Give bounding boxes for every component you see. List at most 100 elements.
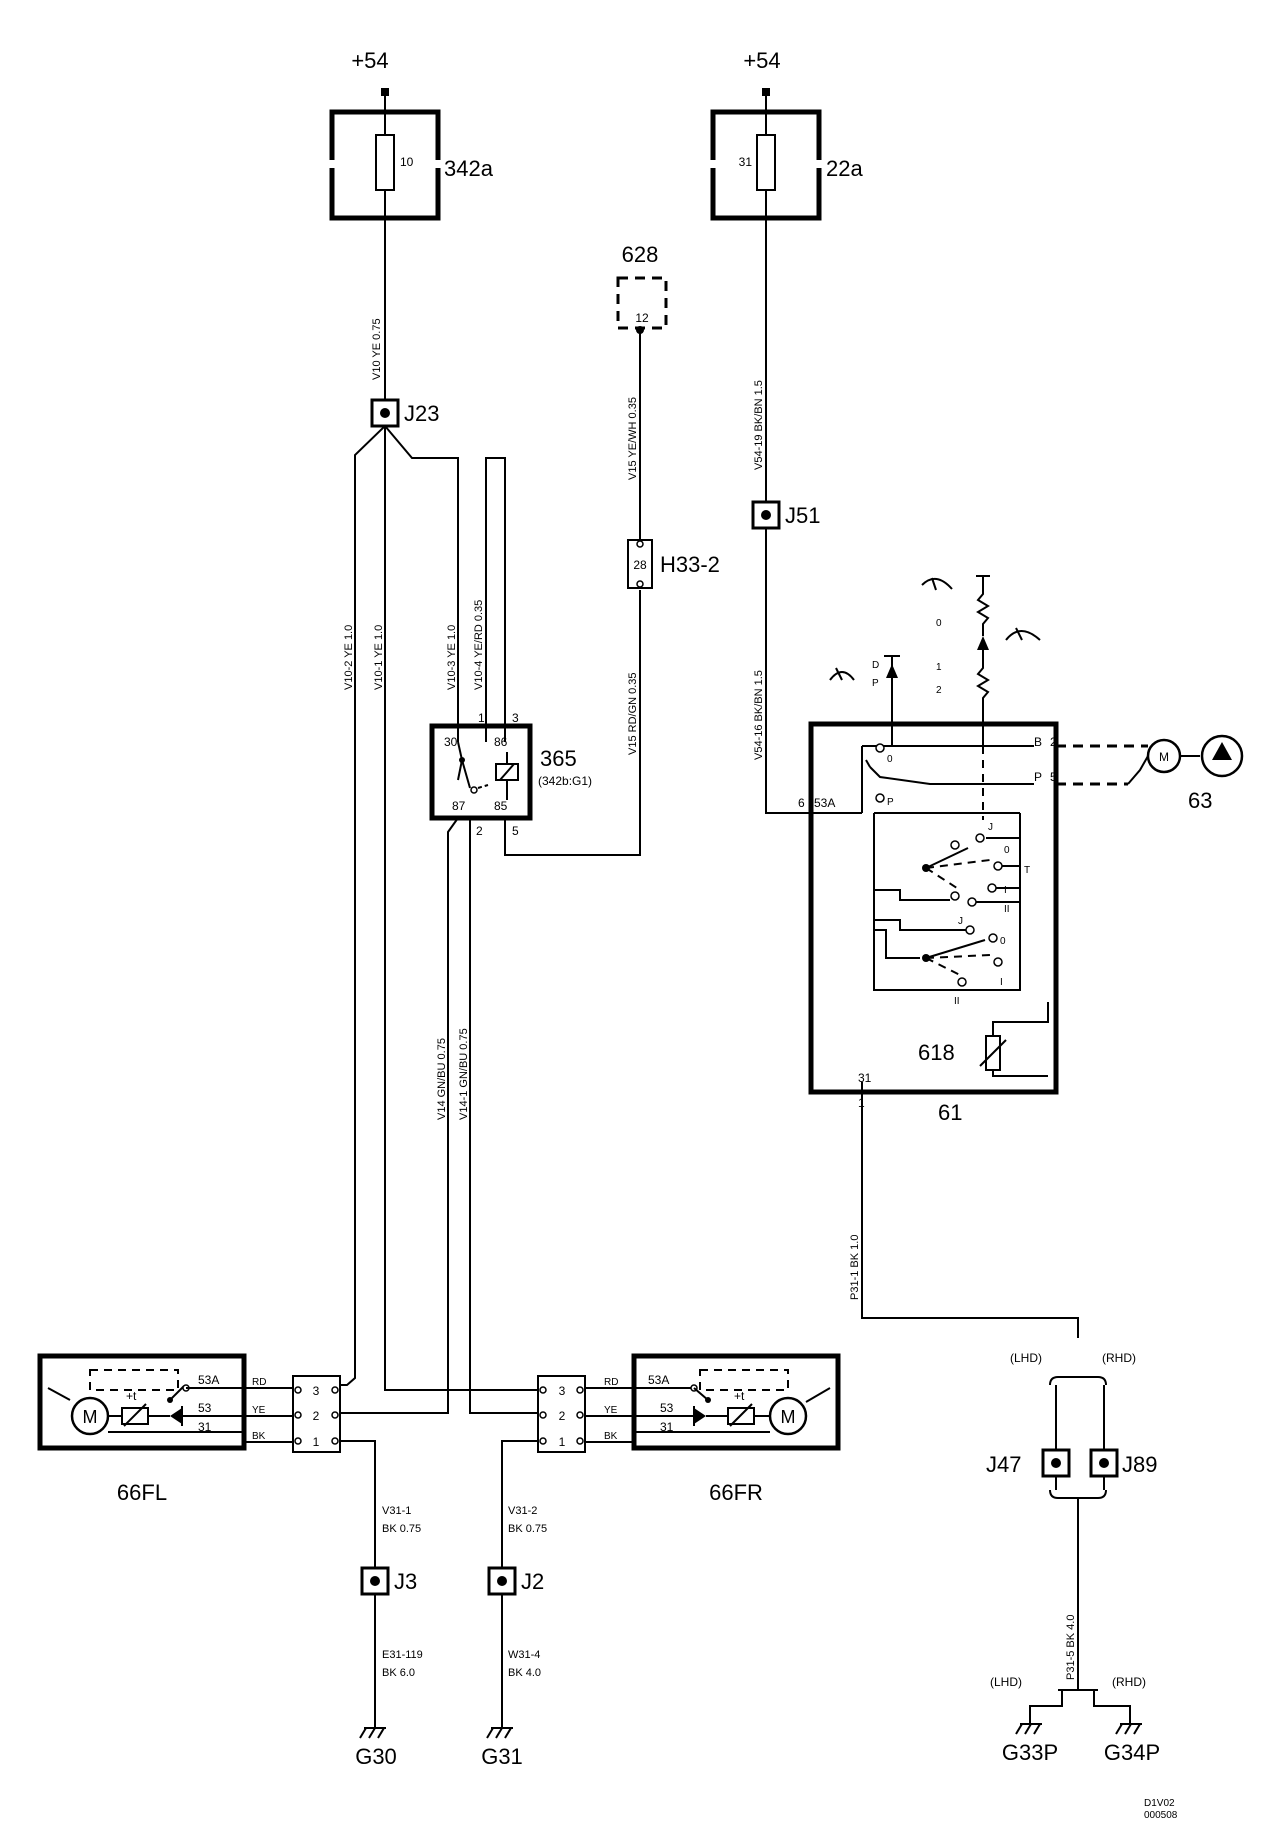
connector-66fr: 3 2 1 RD YE BK [537,1375,634,1453]
pin-2: 2 [559,1409,566,1423]
wire-e31-119-spec: BK 6.0 [382,1667,415,1679]
junction-j2: J2 [487,1566,544,1596]
arrow-up-icon [886,664,898,678]
wire-v10-4: V10-4 YE/RD 0.35 [473,600,485,690]
junction-label: J3 [394,1569,417,1594]
switch-pin-31: 31 [858,1071,872,1085]
wiper-icon [829,671,855,681]
motor-icon [768,1396,808,1436]
switch-pin-b: B [1034,735,1042,749]
wire-v31-2-id: V31-2 [508,1505,537,1517]
fuse-element-icon [375,134,395,191]
ground-symbol-icon [359,1727,386,1739]
relay-ext-pin-2: 2 [476,824,483,838]
diode-icon [694,1408,706,1424]
pump-63: M 63 [1056,734,1244,813]
wire-p31-1: P31-1 BK 1.0 [849,1235,861,1300]
variant-rhd-bot: (RHD) [1112,1675,1146,1689]
wiper-position-2: 2 [936,685,942,696]
reference-code: D1V02 [1144,1798,1175,1809]
arrow-up-icon [977,636,989,650]
wire-w31-4-spec: BK 4.0 [508,1667,541,1679]
pin-1: 1 [313,1435,320,1449]
wire-v31-1-id: V31-1 [382,1505,411,1517]
position-ib: I [1000,977,1003,988]
wire-e31-119-id: E31-119 [382,1649,423,1661]
wire-color-bk: BK [604,1431,618,1442]
wiper-position-d: D [872,660,879,671]
relay-ext-pin-1: 1 [478,711,485,725]
position-t: T [1024,865,1030,876]
motor-label: M [781,1407,796,1427]
position-0b: 0 [1000,936,1006,947]
term-53a: 53A [198,1373,219,1387]
relay-pin-30: 30 [444,735,458,749]
variant-rhd-top: (RHD) [1102,1351,1136,1365]
wire-v14-1: V14-1 GN/BU 0.75 [458,1028,470,1120]
pin-1: 1 [559,1435,566,1449]
motor-66fr: 53A 53 31 +t M 66FR [631,1353,841,1505]
junction-label: J2 [521,1569,544,1594]
relay-ext-pin-5: 5 [512,824,519,838]
connector-pin: 28 [633,558,647,572]
wire-v10: V10 YE 0.75 [371,318,383,380]
switch-pin-p: P [1034,770,1042,784]
motor-66fl-label: 66FL [117,1480,167,1505]
switch-pin-b-num: 2 [1050,735,1057,749]
wire-w31-4-id: W31-4 [508,1649,540,1661]
fuse-label: 342a [444,156,494,181]
junction-label: J89 [1122,1452,1157,1477]
wire-v15-bot: V15 RD/GN 0.35 [627,672,639,755]
switch-pin-6: 6 [798,796,805,810]
wire-v14: V14 GN/BU 0.75 [436,1038,448,1120]
component-628-pin: 12 [635,311,649,325]
pin-2: 2 [313,1409,320,1423]
relay-pin-86: 86 [494,735,508,749]
wire-v10-3: V10-3 YE 1.0 [446,625,458,690]
switch-pin-p-num: 5 [1050,770,1057,784]
wiper-icon [1005,630,1041,641]
motor-label: M [83,1407,98,1427]
wire-color-ye: YE [604,1405,618,1416]
supply-label-right: +54 [743,48,780,73]
contact-label-p: P [887,797,894,808]
junction-label: J47 [986,1452,1021,1477]
pin-3: 3 [313,1384,320,1398]
fuse-element-icon [756,134,776,191]
motor-66fr-label: 66FR [709,1480,763,1505]
supply-label-left: +54 [351,48,388,73]
position-0: 0 [1004,845,1010,856]
junction-j3: J3 [360,1566,417,1596]
connector-66fl: RD YE BK 3 2 1 [244,1375,341,1453]
wire-color-rd: RD [604,1377,618,1388]
pump-motor-label: M [1159,750,1169,764]
relay-ext-pin-3: 3 [512,711,519,725]
ground-symbol-icon [486,1727,513,1739]
wiper-position-symbols: D P 0 1 2 [829,575,1041,820]
diode-icon [170,1408,182,1424]
ground-g31: G31 [481,1744,523,1769]
position-j2: J [958,916,963,927]
component-628-label: 628 [622,242,659,267]
term-31: 31 [198,1420,212,1434]
connector-h33-2: 28 H33-2 [627,539,720,589]
junction-j51: J51 [751,500,820,530]
thermistor-label: +t [734,1389,745,1403]
ground-g33p: G33P [1002,1740,1058,1765]
ground-g30: G30 [355,1744,397,1769]
ground-symbol-icon [1115,1723,1142,1735]
variant-lhd-bot: (LHD) [990,1675,1022,1689]
switch-label: 61 [938,1100,962,1125]
term-53: 53 [660,1401,674,1415]
term-53: 53 [198,1401,212,1415]
wire-v54-16: V54-16 BK/BN 1.5 [753,670,765,760]
ground-g34p: G34P [1104,1740,1160,1765]
wire-v10-1: V10-1 YE 1.0 [373,625,385,690]
wiper-position-p: P [872,678,879,689]
junction-j23: J23 [370,398,439,428]
right-supply: +54 [743,48,781,112]
fuse-number: 31 [739,155,753,169]
position-i: I [1004,885,1007,896]
wire-color-bk: BK [252,1431,266,1442]
relay-pin-85: 85 [494,799,508,813]
